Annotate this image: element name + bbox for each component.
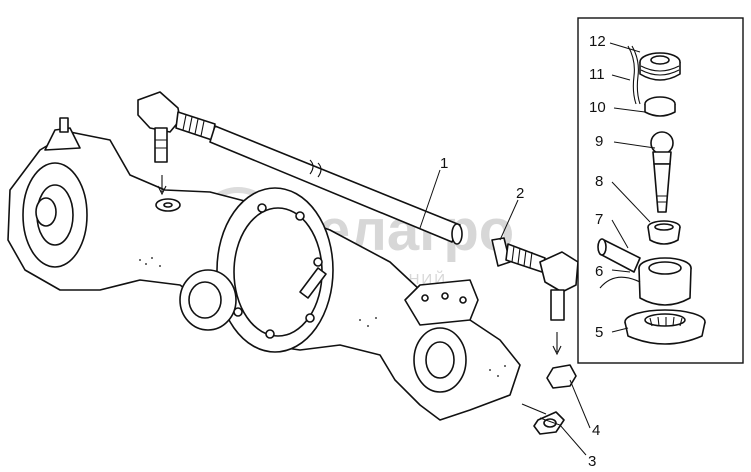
- callout-labels: 1 2 3 4 5 6 7 8 9 10 11 12: [440, 33, 606, 470]
- callout-10: 10: [589, 99, 606, 116]
- right-knuckle: [404, 279, 479, 326]
- inset-parts: [597, 45, 706, 345]
- right-tie-rod-end: [491, 237, 579, 356]
- callout-4: 4: [592, 422, 600, 439]
- callout-1: 1: [440, 155, 448, 172]
- callout-7: 7: [595, 211, 603, 228]
- cotter-pin: [521, 403, 547, 415]
- callout-2: 2: [516, 185, 524, 202]
- callout-9: 9: [595, 133, 603, 150]
- tie-rod: [137, 91, 463, 245]
- callout-5: 5: [595, 324, 603, 341]
- callout-12: 12: [589, 33, 606, 50]
- callout-3: 3: [588, 453, 596, 470]
- left-washer: [155, 175, 181, 212]
- axle-housing: [7, 117, 521, 421]
- castle-nut: [521, 364, 577, 435]
- callout-leaders: [419, 42, 656, 456]
- callout-6: 6: [595, 263, 603, 280]
- part-9-ball-pin: [650, 131, 674, 155]
- callout-11: 11: [589, 66, 605, 83]
- part-11-spring: [627, 45, 637, 105]
- tie-rod-end-left: [137, 91, 181, 133]
- callout-8: 8: [595, 173, 603, 190]
